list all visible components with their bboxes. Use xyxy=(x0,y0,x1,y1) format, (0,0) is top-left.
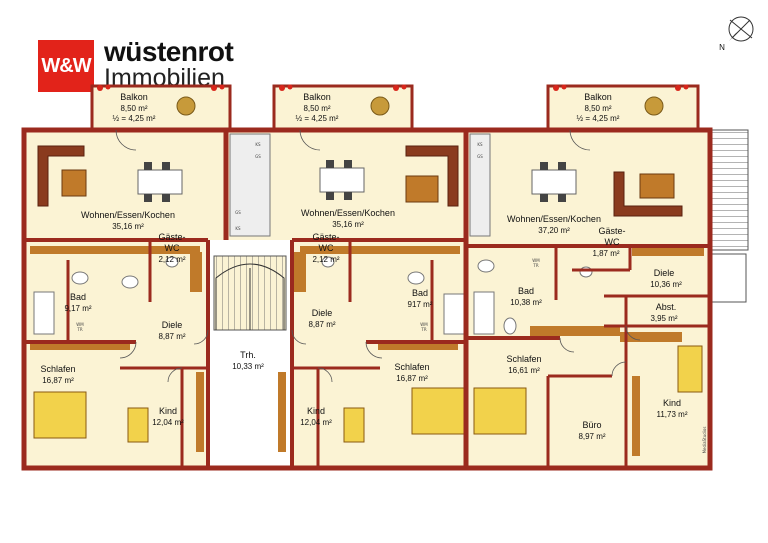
room-area: 917 m² xyxy=(408,300,433,309)
room-name: Bad xyxy=(518,286,534,296)
room-area-half: ½ = 4,25 m² xyxy=(113,114,156,123)
room-name: Wohnen/Essen/Kochen xyxy=(301,208,395,218)
staircase xyxy=(213,255,287,331)
dining-tables xyxy=(137,160,577,202)
room-area: 10,33 m² xyxy=(232,362,264,371)
fixture-ks-label: KS xyxy=(235,226,241,231)
room-name: Gäste- xyxy=(312,232,339,242)
room-area: 37,20 m² xyxy=(538,226,570,235)
coffee-tables xyxy=(61,169,675,203)
fixture-gs-label: GS xyxy=(477,154,483,159)
room-name: Schlafen xyxy=(394,362,429,372)
room-name: Kind xyxy=(307,406,325,416)
fixture-ks-label: KS xyxy=(255,142,261,147)
room-area: 12,04 m² xyxy=(300,418,332,427)
room-name: Abst. xyxy=(656,302,677,312)
room-area: 8,50 m² xyxy=(584,104,611,113)
room-name: Balkon xyxy=(584,92,612,102)
door-swings xyxy=(115,129,641,383)
fixture-wm-label: WM xyxy=(76,322,84,327)
room-name: Wohnen/Essen/Kochen xyxy=(81,210,175,220)
room-area: 2,12 m² xyxy=(158,255,185,264)
fixture-tr-label: TR xyxy=(76,327,82,332)
room-name: Bad xyxy=(70,292,86,302)
balcony-table-icon xyxy=(176,96,664,116)
room-area: 11,73 m² xyxy=(657,410,688,419)
compass-rose-icon: N xyxy=(719,16,754,52)
room-area: 2,12 m² xyxy=(312,255,339,264)
room-area: 9,17 m² xyxy=(64,304,91,313)
fixture-tr-label: TR xyxy=(532,263,538,268)
fixture-tr-label: TR xyxy=(420,327,426,332)
fixture-tags: KS GS GS KS KS GS WM TR WM TR WM TR xyxy=(76,142,540,332)
room-area: 35,16 m² xyxy=(332,220,364,229)
balconies xyxy=(90,84,700,132)
wardrobes xyxy=(30,252,682,456)
room-area: 8,87 m² xyxy=(158,332,185,341)
room-name: Diele xyxy=(312,308,333,318)
room-area: 16,87 m² xyxy=(396,374,428,383)
fixture-gs-label: GS xyxy=(235,210,241,215)
sofas xyxy=(37,145,683,217)
room-name: Gäste- xyxy=(598,226,625,236)
room-name: Kind xyxy=(663,398,681,408)
kitchen-column xyxy=(229,133,491,237)
room-name: Balkon xyxy=(120,92,148,102)
room-area: 8,50 m² xyxy=(120,104,147,113)
room-area: 8,87 m² xyxy=(308,320,335,329)
room-area: 16,87 m² xyxy=(42,376,74,385)
room-name: Diele xyxy=(162,320,183,330)
room-name: Bad xyxy=(412,288,428,298)
copyright-mark: MediaStudios xyxy=(702,427,707,454)
room-area: 10,36 m² xyxy=(650,280,682,289)
compass-north-label: N xyxy=(719,43,725,52)
room-name: Wohnen/Essen/Kochen xyxy=(507,214,601,224)
bath-fixtures xyxy=(33,256,593,335)
fixture-gs-label: GS xyxy=(255,154,261,159)
room-name: Balkon xyxy=(303,92,331,102)
room-area-half: ½ = 4,25 m² xyxy=(577,114,620,123)
stairwell-label: Trh. 10,33 m² xyxy=(232,350,264,371)
exterior-stair xyxy=(711,129,749,303)
fixture-wm-label: WM xyxy=(420,322,428,327)
room-area: 1,87 m² xyxy=(592,249,619,258)
brand-logo-mark: W&W xyxy=(38,40,94,92)
room-name: Trh. xyxy=(240,350,256,360)
room-area-half: ½ = 4,25 m² xyxy=(296,114,339,123)
fixture-wm-label: WM xyxy=(532,258,540,263)
unit-right-labels: Balkon 8,50 m² ½ = 4,25 m² Wohnen/Essen/… xyxy=(506,92,687,441)
unit-middle-labels: Balkon 8,50 m² ½ = 4,25 m² Wohnen/Essen/… xyxy=(296,92,433,427)
room-name: Diele xyxy=(654,268,675,278)
room-name: WC xyxy=(319,243,334,253)
room-area: 12,04 m² xyxy=(152,418,184,427)
room-area: 16,61 m² xyxy=(508,366,540,375)
room-name: WC xyxy=(605,237,620,247)
floor-areas xyxy=(24,130,710,468)
room-area: 8,50 m² xyxy=(303,104,330,113)
room-area: 35,16 m² xyxy=(112,222,144,231)
room-name: WC xyxy=(165,243,180,253)
room-name: Büro xyxy=(582,420,601,430)
room-area: 3,95 m² xyxy=(650,314,677,323)
room-name: Schlafen xyxy=(506,354,541,364)
room-area: 8,97 m² xyxy=(578,432,605,441)
room-name: Kind xyxy=(159,406,177,416)
room-name: Schlafen xyxy=(40,364,75,374)
room-area: 10,38 m² xyxy=(510,298,542,307)
beds xyxy=(33,345,703,443)
tv-sideboards xyxy=(30,246,704,256)
fixture-ks-label: KS xyxy=(477,142,483,147)
unit-left-labels: Balkon 8,50 m² ½ = 4,25 m² Wohnen/Essen/… xyxy=(40,92,185,427)
brand-name: wüstenrot xyxy=(104,36,234,67)
room-name: Gäste- xyxy=(158,232,185,242)
walls xyxy=(21,127,713,471)
